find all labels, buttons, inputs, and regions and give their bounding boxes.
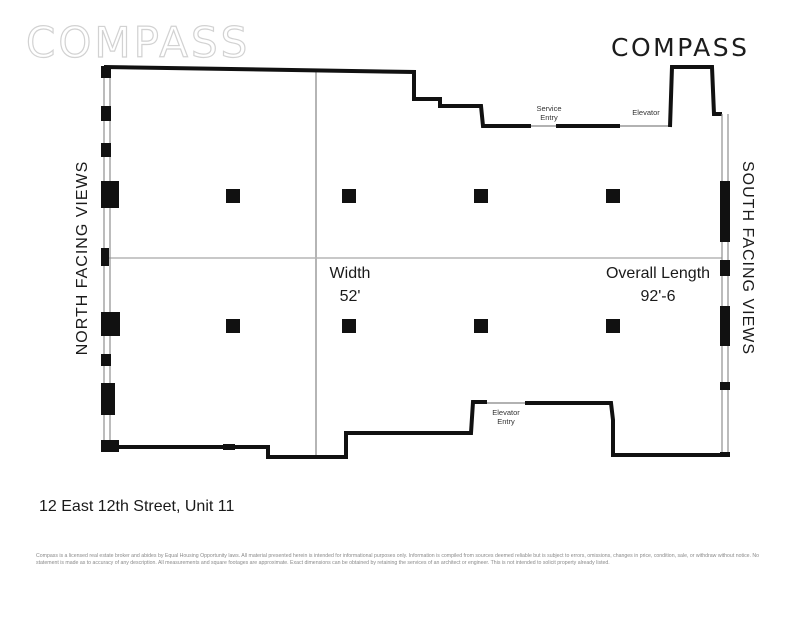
south-lower-wall [111, 400, 728, 459]
south-facing-views-label: SOUTH FACING VIEWS [739, 160, 756, 356]
north-facing-views-label: NORTH FACING VIEWS [74, 160, 91, 356]
length-dimension: Overall Length 92'-6 [596, 262, 720, 308]
legal-disclaimer: Compass is a licensed real estate broker… [36, 553, 760, 566]
elevator-label: Elevator [632, 108, 660, 117]
length-title: Overall Length [605, 265, 711, 282]
width-title: Width [329, 265, 371, 282]
service-entry-label: Service Entry [536, 104, 562, 122]
width-value: 52' [339, 288, 361, 305]
south-window-wall [720, 114, 730, 457]
elevator-entry-label: Elevator Entry [492, 408, 520, 426]
compass-logo: COMPASS [611, 33, 750, 62]
structural-columns [226, 189, 620, 333]
compass-watermark-logo: COMPASS [25, 17, 251, 67]
length-value: 92'-6 [640, 288, 676, 305]
property-address: 12 East 12th Street, Unit 11 [39, 498, 235, 515]
width-dimension: Width 52' [318, 262, 382, 308]
north-window-wall [101, 66, 120, 452]
north-upper-wall [103, 65, 722, 128]
